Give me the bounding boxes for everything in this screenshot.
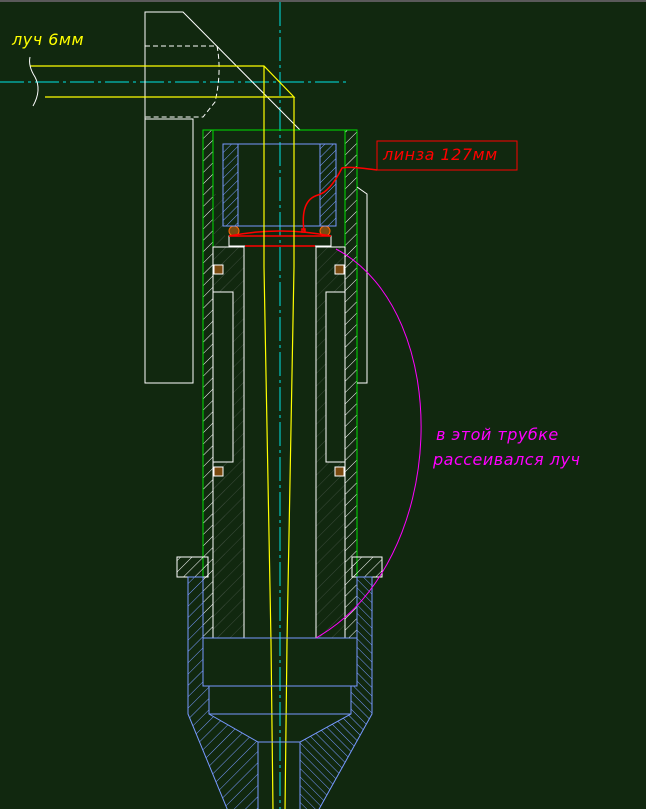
tube-note-line1: в этой трубке bbox=[436, 425, 559, 444]
nozzle bbox=[187, 576, 373, 809]
annotation-arc bbox=[315, 248, 422, 639]
flange-nuts bbox=[176, 556, 383, 578]
lens-holder bbox=[222, 143, 337, 227]
lens-label-box bbox=[376, 140, 518, 171]
tube-note-line2: рассеивался луч bbox=[433, 450, 581, 469]
centerlines bbox=[0, 2, 346, 809]
outer-tube bbox=[202, 129, 368, 639]
laser-beam bbox=[29, 56, 296, 809]
beam-label: луч 6мм bbox=[12, 30, 85, 49]
lens-label: линза 127мм bbox=[383, 145, 498, 164]
lens bbox=[228, 166, 378, 247]
